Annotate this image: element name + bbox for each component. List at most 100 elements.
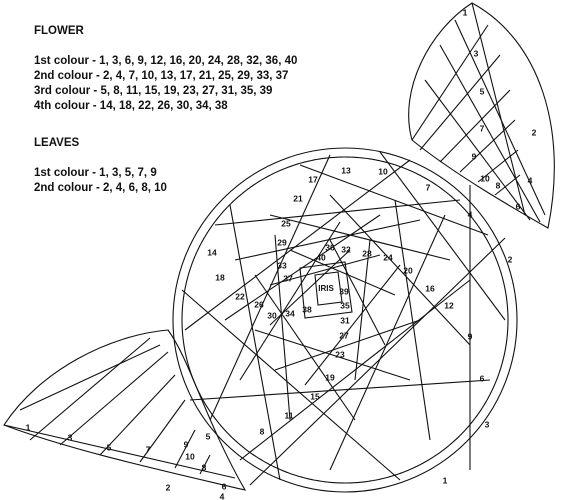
flower-num-31: 31 <box>340 315 350 325</box>
fold-line-12 <box>59 351 169 446</box>
fold-line-43 <box>289 249 396 296</box>
top-leaf-num-4: 4 <box>528 175 533 185</box>
top-leaf-num-3: 3 <box>474 48 479 58</box>
flower-num-18: 18 <box>215 272 225 282</box>
fold-line-1 <box>411 24 489 141</box>
flower-num-30: 30 <box>267 310 277 320</box>
bottom-leaf-number-labels: 1 2 3 4 5 6 7 8 9 10 <box>26 422 227 500</box>
bottom-leaf-num-7: 7 <box>146 444 151 454</box>
fold-line-16 <box>199 454 211 475</box>
fold-line-14 <box>139 399 186 463</box>
flower-num-21: 21 <box>293 193 303 203</box>
flower: IRIS <box>172 147 518 493</box>
flower-num-17: 17 <box>308 174 318 184</box>
flower-num-12: 12 <box>444 300 454 310</box>
bottom-leaf-outline <box>3 329 247 491</box>
fold-line-22 <box>214 199 461 226</box>
top-leaf-num-2: 2 <box>532 127 537 137</box>
fold-line-32 <box>269 214 451 261</box>
flower-num-37: 37 <box>283 273 293 283</box>
color-legend: FLOWER 1st colour - 1, 3, 6, 9, 12, 16, … <box>34 24 297 196</box>
flower-spiral-strips <box>181 151 506 486</box>
fold-line-15 <box>174 429 196 469</box>
flower-num-8: 8 <box>260 426 265 436</box>
fold-line-3 <box>439 89 511 163</box>
flower-num-3: 3 <box>485 419 490 429</box>
bottom-leaf-num-4: 4 <box>220 491 225 500</box>
top-leaf <box>408 2 555 229</box>
flower-num-39: 39 <box>339 286 349 296</box>
top-leaf-num-9: 9 <box>472 151 477 161</box>
flower-colour-row-4: 4th colour - 14, 18, 22, 26, 30, 34, 38 <box>34 100 228 112</box>
flower-num-16: 16 <box>425 283 435 293</box>
fold-line-30 <box>394 199 431 441</box>
fold-line-29 <box>329 214 446 471</box>
flower-num-29: 29 <box>277 237 287 247</box>
top-leaf-num-8: 8 <box>496 180 501 190</box>
flower-num-33: 33 <box>277 260 287 270</box>
flower-inner-circle <box>181 156 509 484</box>
flower-num-15: 15 <box>310 391 320 401</box>
iris-inner-square <box>314 271 343 306</box>
fold-line-44 <box>269 254 381 286</box>
fold-line-18 <box>249 237 506 486</box>
fold-line-10 <box>3 424 236 479</box>
flower-num-1: 1 <box>443 475 448 485</box>
bottom-leaf <box>3 329 247 491</box>
fold-line-42 <box>329 239 386 346</box>
flower-num-5: 5 <box>206 431 211 441</box>
top-leaf-number-labels: 1 2 3 4 5 6 7 8 9 10 <box>463 7 537 211</box>
flower-num-32: 32 <box>341 244 351 254</box>
flower-num-11: 11 <box>285 410 294 420</box>
fold-line-11 <box>19 344 161 411</box>
fold-line-8 <box>439 44 541 223</box>
flower-num-24: 24 <box>383 252 393 262</box>
leaves-colour-row-1: 1st colour - 1, 3, 5, 7, 9 <box>34 167 157 179</box>
top-leaf-num-5: 5 <box>480 86 485 96</box>
flower-num-20: 20 <box>403 265 413 275</box>
flower-num-7: 7 <box>426 182 431 192</box>
fold-line-20 <box>379 151 506 321</box>
flower-num-27: 27 <box>339 330 349 340</box>
flower-num-19: 19 <box>325 372 335 382</box>
fold-line-27 <box>189 379 491 401</box>
bottom-leaf-num-10: 10 <box>185 451 195 461</box>
top-leaf-num-1: 1 <box>463 7 468 17</box>
fold-line-38 <box>254 329 411 381</box>
fold-line-31 <box>329 194 471 346</box>
flower-num-26: 26 <box>254 299 264 309</box>
fold-line-33 <box>234 219 421 261</box>
flower-num-35: 35 <box>340 300 350 310</box>
fold-line-17 <box>29 337 151 441</box>
flower-number-labels: 1 2 3 4 5 6 7 8 9 10 11 12 13 14 15 16 1… <box>206 165 513 485</box>
flower-num-36: 36 <box>325 242 335 252</box>
bottom-leaf-num-6: 6 <box>222 481 227 491</box>
top-leaf-strips <box>411 2 546 223</box>
bottom-leaf-num-3: 3 <box>68 432 73 442</box>
flower-num-4: 4 <box>468 209 473 219</box>
fold-line-7 <box>454 19 546 216</box>
flower-colour-row-1: 1st colour - 1, 3, 6, 9, 12, 16, 20, 24,… <box>34 55 298 67</box>
fold-line-23 <box>184 159 411 331</box>
fold-line-26 <box>181 289 401 481</box>
flower-num-28: 28 <box>362 248 372 258</box>
top-leaf-outline <box>408 2 555 229</box>
fold-line-4 <box>459 119 516 173</box>
fold-line-41 <box>354 239 371 381</box>
flower-heading: FLOWER <box>34 25 84 37</box>
flower-colour-row-2: 2nd colour - 2, 4, 7, 10, 13, 17, 21, 25… <box>34 70 289 82</box>
bottom-leaf-num-9: 9 <box>184 439 189 449</box>
fold-line-25 <box>229 204 281 481</box>
flower-num-25: 25 <box>281 218 291 228</box>
iris-center-square <box>299 261 353 319</box>
bottom-leaf-num-2: 2 <box>166 482 171 492</box>
bottom-leaf-strips <box>3 337 236 479</box>
top-leaf-num-10: 10 <box>480 173 490 183</box>
flower-num-6: 6 <box>480 373 485 383</box>
top-leaf-num-6: 6 <box>516 201 521 211</box>
fold-line-28 <box>239 279 471 461</box>
flower-num-38: 38 <box>302 304 312 314</box>
fold-line-36 <box>274 234 291 421</box>
fold-line-9 <box>424 79 531 221</box>
